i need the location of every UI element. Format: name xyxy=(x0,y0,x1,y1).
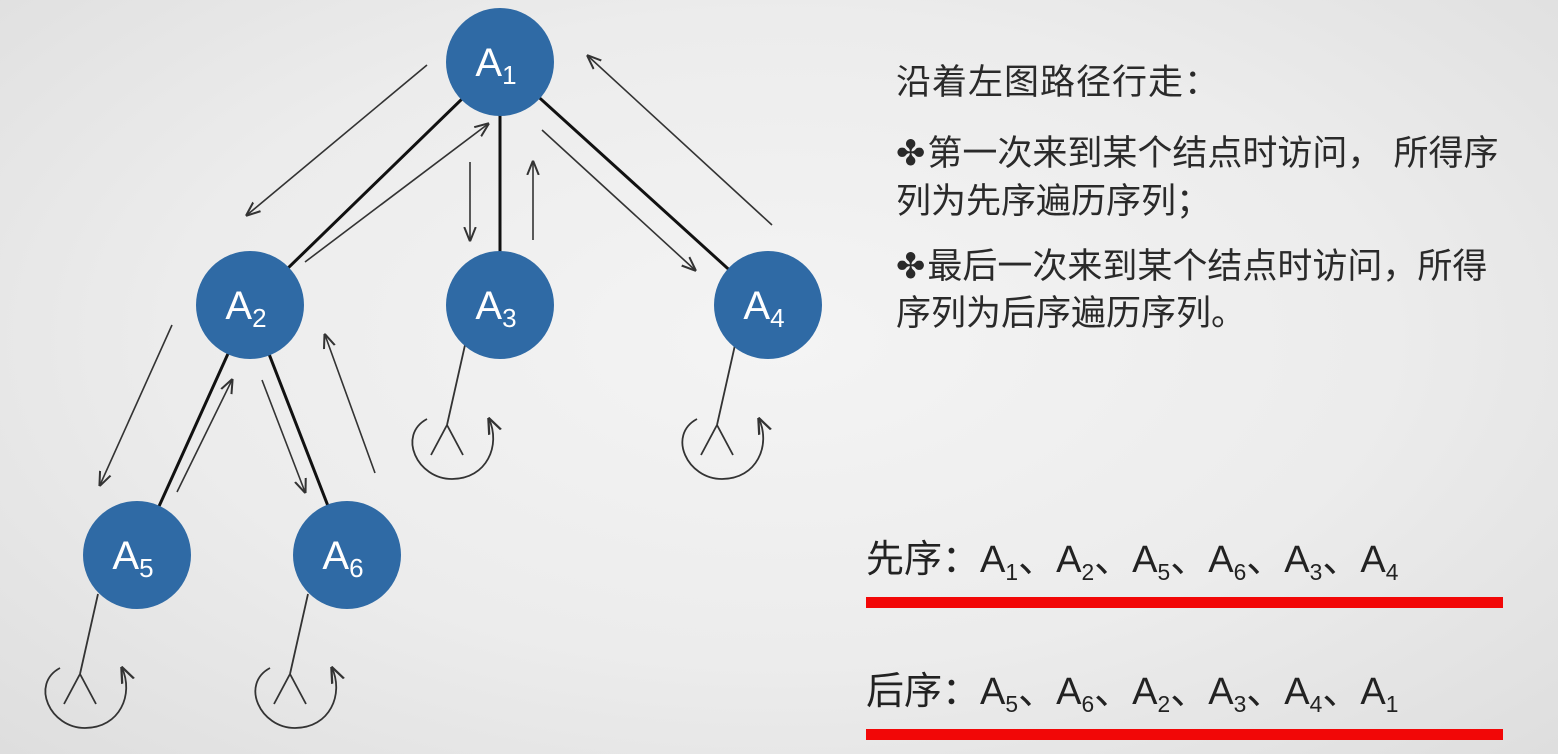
sequence-separator: 、 xyxy=(1170,671,1209,713)
rule-preorder-text: 第一次来到某个结点时访问， 所得序列为先序遍历序列； xyxy=(896,134,1499,222)
traversal-arrow xyxy=(247,64,428,215)
preorder-underline xyxy=(866,597,1503,608)
sequence-item: A4 xyxy=(1284,671,1323,717)
sequence-item: A3 xyxy=(1208,671,1247,717)
traversal-arrow xyxy=(100,324,173,485)
postorder-label: 后序： xyxy=(866,669,981,713)
tree-node-A6: A6 xyxy=(293,501,401,609)
traversal-arrow xyxy=(261,379,305,492)
node-label: A2 xyxy=(225,284,266,333)
sequence-separator: 、 xyxy=(1018,671,1057,713)
tree-edge-A1-A4 xyxy=(498,60,770,307)
sequence-item: A2 xyxy=(1132,671,1171,717)
null-children-A4 xyxy=(681,344,763,480)
tree-node-A1: A1 xyxy=(446,8,554,116)
preorder-label: 先序： xyxy=(866,537,981,581)
sequence-item: A4 xyxy=(1360,539,1399,585)
postorder-underline xyxy=(866,729,1503,740)
sequence-item: A3 xyxy=(1284,539,1323,585)
preorder-items: A1、A2、A5、A6、A3、A4 xyxy=(980,539,1399,585)
bullet-icon: ✤ xyxy=(896,246,926,287)
sequence-separator: 、 xyxy=(1094,671,1133,713)
rule-preorder: ✤第一次来到某个结点时访问， 所得序列为先序遍历序列； xyxy=(896,131,1516,226)
sequence-item: A6 xyxy=(1056,671,1095,717)
rule-postorder-text: 最后一次来到某个结点时访问，所得序列为后序遍历序列。 xyxy=(896,246,1488,334)
sequence-separator: 、 xyxy=(1322,539,1361,581)
sequence-item: A5 xyxy=(1132,539,1171,585)
rules-heading: 沿着左图路径行走： xyxy=(896,63,1221,103)
tree-edge-A1-A2 xyxy=(248,60,502,307)
sequence-separator: 、 xyxy=(1018,539,1057,581)
tree-node-A3: A3 xyxy=(446,251,554,359)
sequence-separator: 、 xyxy=(1322,671,1361,713)
sequence-separator: 、 xyxy=(1170,539,1209,581)
sequence-item: A2 xyxy=(1056,539,1095,585)
tree-node-A2: A2 xyxy=(196,251,304,359)
sequence-item: A1 xyxy=(980,539,1019,585)
null-children-A6 xyxy=(254,593,336,729)
traversal-rules: 沿着左图路径行走： ✤第一次来到某个结点时访问， 所得序列为先序遍历序列； ✤最… xyxy=(896,60,1516,356)
node-label: A1 xyxy=(475,41,516,90)
traversal-arrow xyxy=(325,335,376,474)
traversal-arrows xyxy=(100,56,773,493)
bullet-icon: ✤ xyxy=(896,134,926,175)
sequence-separator: 、 xyxy=(1094,539,1133,581)
traversal-arrow xyxy=(304,124,488,263)
null-child-loops xyxy=(44,344,763,729)
null-children-A3 xyxy=(411,344,493,480)
sequence-separator: 、 xyxy=(1246,539,1285,581)
sequence-item: A5 xyxy=(980,671,1019,717)
tree-node-A5: A5 xyxy=(83,501,191,609)
postorder-sequence: 后序：A5、A6、A2、A3、A4、A1 xyxy=(866,660,1506,717)
rule-postorder: ✤最后一次来到某个结点时访问，所得序列为后序遍历序列。 xyxy=(896,244,1516,339)
tree-node-A4: A4 xyxy=(714,251,822,359)
node-label: A5 xyxy=(112,534,153,583)
traversal-arrow xyxy=(176,380,232,493)
postorder-items: A5、A6、A2、A3、A4、A1 xyxy=(980,671,1399,717)
sequence-separator: 、 xyxy=(1246,671,1285,713)
traversal-arrow xyxy=(588,56,773,226)
sequence-item: A1 xyxy=(1360,671,1399,717)
null-children-A5 xyxy=(44,593,126,729)
node-label: A3 xyxy=(475,284,516,333)
sequence-item: A6 xyxy=(1208,539,1247,585)
traversal-arrow xyxy=(541,129,695,270)
preorder-sequence: 先序：A1、A2、A5、A6、A3、A4 xyxy=(866,528,1506,585)
